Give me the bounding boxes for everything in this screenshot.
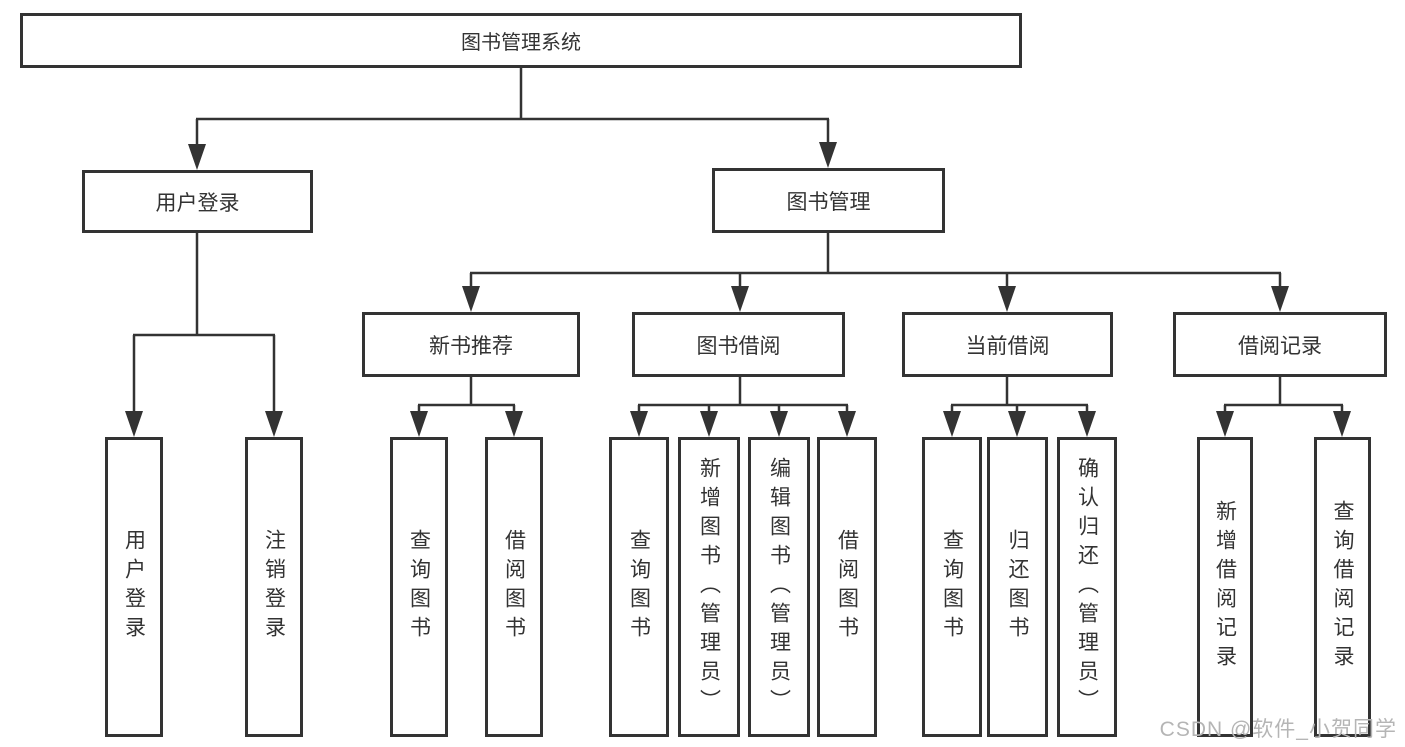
node-label: 当前借阅 [965,334,1050,358]
connector-root-to-level2 [188,67,837,170]
node-label: 图书管理系统 [461,32,581,54]
connector-current-to-leaves [943,377,1096,437]
node-label: 新增借阅记录 [1213,500,1237,674]
connector-arrowhead [188,142,837,170]
node-label: 查询图书 [627,529,651,645]
connector-line [132,233,276,432]
leaf-current-query-books: 查询图书 [922,437,982,737]
node-label: 确认归还（管理员） [1075,456,1099,718]
connector-line [1223,377,1344,432]
connector-arrowhead [125,411,283,437]
connector-userlogin-to-leaves [125,233,283,437]
leaf-query-borrow-record: 查询借阅记录 [1314,437,1371,737]
leaf-add-books-admin: 新增图书（管理员） [678,437,740,737]
connector-arrowhead [1216,411,1351,437]
connector-borrow-to-leaves [630,377,856,437]
node-new-book-recommend: 新书推荐 [362,312,580,377]
leaf-logout: 注销登录 [245,437,303,737]
node-label: 图书管理 [786,190,871,214]
connector-arrowhead [630,411,856,437]
connector-line [417,377,516,432]
node-book-management: 图书管理 [712,168,945,233]
node-label: 注销登录 [262,529,286,645]
leaf-return-books: 归还图书 [987,437,1048,737]
leaf-edit-books-admin: 编辑图书（管理员） [748,437,810,737]
node-label: 借阅图书 [502,529,526,645]
node-label: 查询图书 [940,529,964,645]
leaf-confirm-return-admin: 确认归还（管理员） [1057,437,1117,737]
leaf-recommend-borrow-books: 借阅图书 [485,437,543,737]
node-label: 借阅图书 [835,529,859,645]
node-label: 新增图书（管理员） [697,456,721,718]
leaf-user-login: 用户登录 [105,437,163,737]
node-label: 新书推荐 [429,334,513,358]
leaf-add-borrow-record: 新增借阅记录 [1197,437,1253,737]
node-borrow-records: 借阅记录 [1173,312,1387,377]
node-label: 用户登录 [155,191,240,215]
node-label: 编辑图书（管理员） [767,456,791,718]
connector-line [469,233,1282,307]
leaf-borrow-books: 借阅图书 [817,437,877,737]
leaf-recommend-query-books: 查询图书 [390,437,448,737]
node-book-borrow: 图书借阅 [632,312,845,377]
connector-recommend-to-leaves [410,377,523,437]
connector-arrowhead [410,411,523,437]
leaf-borrow-query-books: 查询图书 [609,437,669,737]
connector-bookmgmt-to-level3 [462,233,1289,312]
connector-line [195,67,830,165]
node-label: 用户登录 [122,529,146,645]
connector-arrowhead [943,411,1096,437]
node-user-login: 用户登录 [82,170,313,233]
connector-records-to-leaves [1216,377,1351,437]
connector-arrowhead [462,286,1289,312]
node-label: 归还图书 [1006,529,1029,645]
node-current-borrow: 当前借阅 [902,312,1113,377]
node-label: 查询借阅记录 [1331,500,1354,674]
node-root-library-system: 图书管理系统 [20,13,1022,68]
node-label: 图书借阅 [696,334,781,358]
node-label: 借阅记录 [1238,334,1322,358]
node-label: 查询图书 [407,529,431,645]
connector-line [637,377,849,432]
